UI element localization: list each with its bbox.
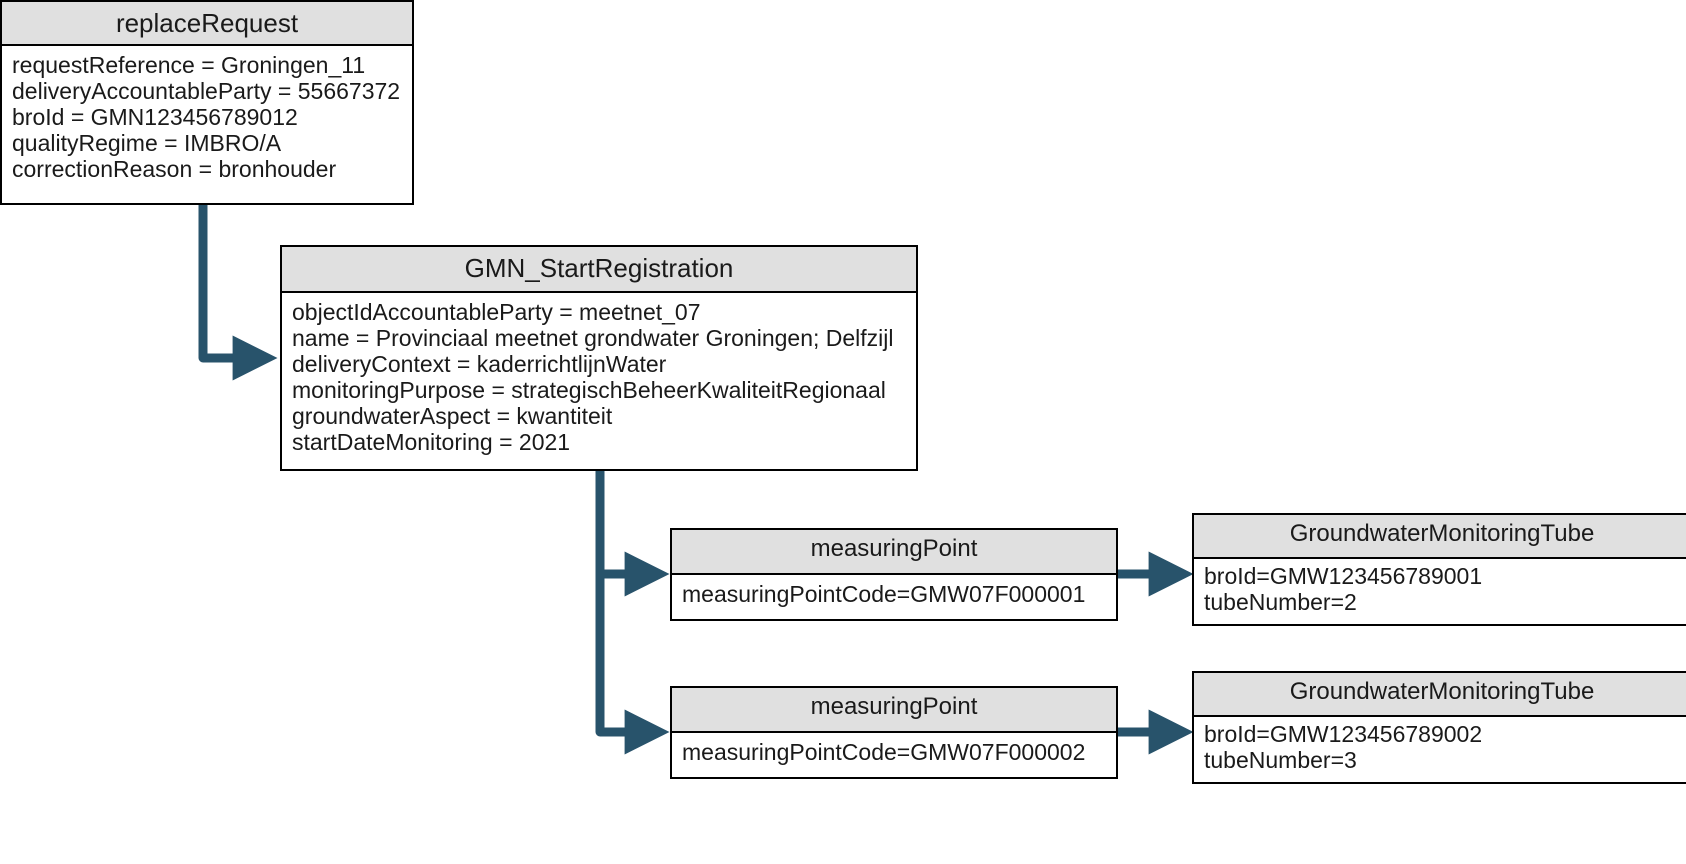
attribute-row: tubeNumber=3: [1204, 747, 1357, 773]
box-title-gmn-start-registration: GMN_StartRegistration: [282, 247, 916, 293]
box-title-groundwater-monitoring-tube-1: GroundwaterMonitoringTube: [1194, 515, 1686, 559]
object-box-groundwater-monitoring-tube-1[interactable]: GroundwaterMonitoringTube broId=GMW12345…: [1192, 513, 1686, 626]
object-box-groundwater-monitoring-tube-2[interactable]: GroundwaterMonitoringTube broId=GMW12345…: [1192, 671, 1686, 784]
attribute-row: startDateMonitoring = 2021: [292, 429, 571, 455]
box-title-replace-request: replaceRequest: [2, 2, 412, 46]
box-attributes-gmn-start-registration: objectIdAccountableParty = meetnet_07 na…: [282, 293, 916, 462]
object-box-measuring-point-2[interactable]: measuringPoint measuringPointCode=GMW07F…: [670, 686, 1118, 779]
box-attributes-measuring-point-1: measuringPointCode=GMW07F000001: [672, 575, 1116, 614]
attribute-row: measuringPointCode=GMW07F000002: [682, 739, 1086, 765]
connector-replace-request-to-start-registration: [198, 205, 278, 381]
box-title-measuring-point-1: measuringPoint: [672, 530, 1116, 575]
box-attributes-measuring-point-2: measuringPointCode=GMW07F000002: [672, 733, 1116, 772]
connector-start-registration-to-measuring-point-2: [595, 574, 670, 755]
box-attributes-groundwater-monitoring-tube-1: broId=GMW123456789001 tubeNumber=2: [1194, 559, 1686, 622]
attribute-row: name = Provinciaal meetnet grondwater Gr…: [292, 325, 894, 351]
attribute-row: measuringPointCode=GMW07F000001: [682, 581, 1086, 607]
object-box-measuring-point-1[interactable]: measuringPoint measuringPointCode=GMW07F…: [670, 528, 1118, 621]
attribute-row: broId=GMW123456789002: [1204, 721, 1483, 747]
object-box-replace-request[interactable]: replaceRequest requestReference = Gronin…: [0, 0, 414, 205]
attribute-row: correctionReason = bronhouder: [12, 156, 337, 182]
attribute-row: deliveryContext = kaderrichtlijnWater: [292, 351, 667, 377]
connector-start-registration-to-measuring-point-1: [595, 471, 670, 597]
attribute-row: deliveryAccountableParty = 55667372: [12, 78, 401, 104]
attribute-row: broId=GMW123456789001: [1204, 563, 1483, 589]
attribute-row: groundwaterAspect = kwantiteit: [292, 403, 613, 429]
box-title-measuring-point-2: measuringPoint: [672, 688, 1116, 733]
box-attributes-replace-request: requestReference = Groningen_11 delivery…: [2, 46, 412, 189]
attribute-row: objectIdAccountableParty = meetnet_07: [292, 299, 701, 325]
object-box-gmn-start-registration[interactable]: GMN_StartRegistration objectIdAccountabl…: [280, 245, 918, 471]
attribute-row: tubeNumber=2: [1204, 589, 1357, 615]
attribute-row: monitoringPurpose = strategischBeheerKwa…: [292, 377, 886, 403]
attribute-row: requestReference = Groningen_11: [12, 52, 366, 78]
box-attributes-groundwater-monitoring-tube-2: broId=GMW123456789002 tubeNumber=3: [1194, 717, 1686, 780]
attribute-row: qualityRegime = IMBRO/A: [12, 130, 282, 156]
box-title-groundwater-monitoring-tube-2: GroundwaterMonitoringTube: [1194, 673, 1686, 717]
attribute-row: broId = GMN123456789012: [12, 104, 298, 130]
